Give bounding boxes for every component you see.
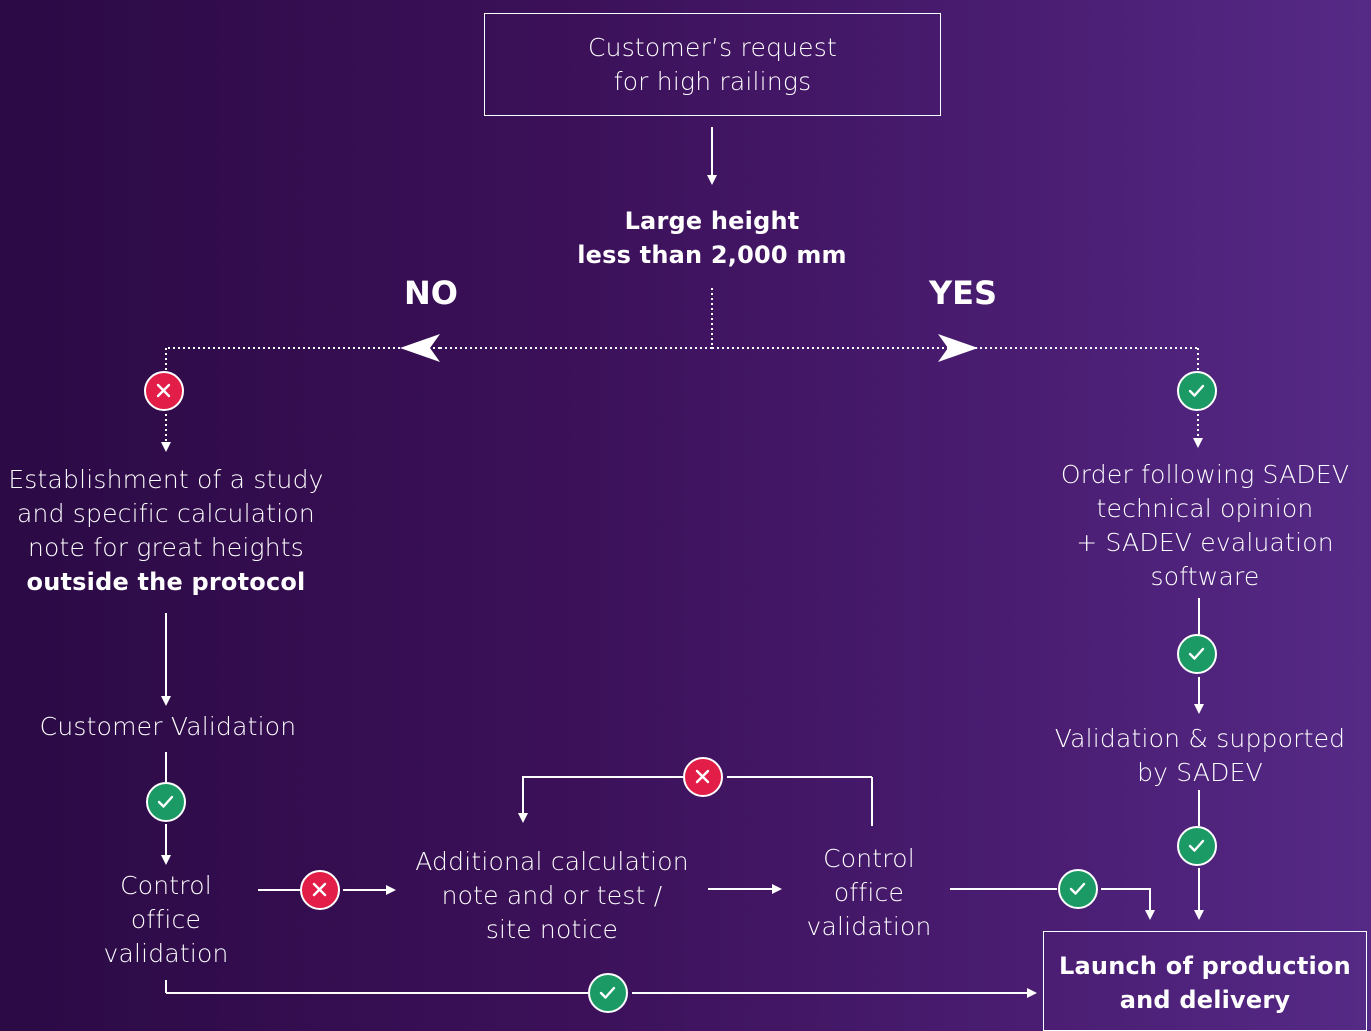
additional-calculation-text: Additional calculation note and or test … <box>415 847 689 944</box>
check-circle-icon <box>1177 826 1217 866</box>
order-text: Order following SADEV technical opinion … <box>1060 460 1350 591</box>
start-text: Customer’s request for high railings <box>588 33 837 96</box>
customer-validation-text: Customer Validation <box>39 712 297 741</box>
branch-yes-label: YES <box>929 274 998 312</box>
check-circle-icon <box>146 782 186 822</box>
cross-circle-icon <box>683 757 723 797</box>
sadev-validation-text: Validation & supported by SADEV <box>1054 724 1346 787</box>
arrowhead-no <box>400 334 440 362</box>
check-circle-icon <box>588 973 628 1013</box>
cross-circle-icon <box>144 371 184 411</box>
check-circle-icon <box>1177 634 1217 674</box>
study-text: Establishment of a study and specific ca… <box>8 465 324 596</box>
branch-no-label: NO <box>404 274 458 312</box>
start-box <box>484 13 941 116</box>
arrowhead-yes <box>938 334 978 362</box>
decision-text: Large height less than 2,000 mm <box>577 207 847 269</box>
middle-control-office-text: Control office validation <box>806 844 932 941</box>
check-circle-icon <box>1058 869 1098 909</box>
launch-text: Launch of production and delivery <box>1059 952 1351 1014</box>
cross-circle-icon <box>300 870 340 910</box>
check-circle-icon <box>1177 371 1217 411</box>
left-control-office-text: Control office validation <box>103 871 229 968</box>
